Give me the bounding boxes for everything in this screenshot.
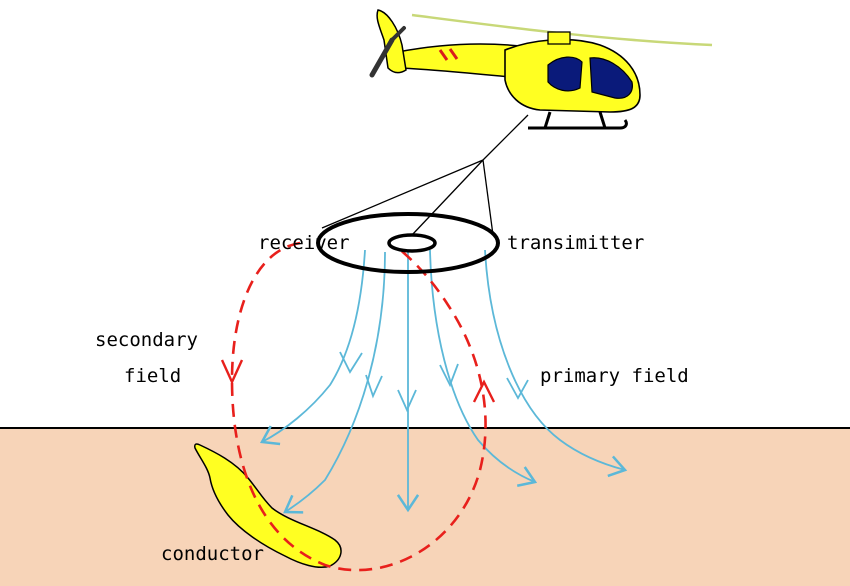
primary-field-arrowheads bbox=[339, 351, 529, 413]
secondary-field-arrow-up bbox=[472, 379, 496, 403]
tow-cables bbox=[321, 114, 529, 236]
primary-field-line bbox=[259, 249, 366, 446]
primary-field-label: primary field bbox=[540, 365, 689, 387]
transmitter-label: transimitter bbox=[507, 232, 645, 254]
primary-field-lines bbox=[259, 249, 628, 514]
receiver-coil bbox=[387, 233, 437, 253]
conductor-body bbox=[194, 443, 342, 568]
secondary-field-arrow-down bbox=[220, 359, 244, 385]
primary-field-line bbox=[484, 249, 628, 478]
receiver-label: receiver bbox=[258, 232, 350, 254]
secondary-field-label-line2: field bbox=[124, 365, 182, 387]
primary-field-line bbox=[429, 249, 538, 487]
transmitter-loop bbox=[316, 212, 500, 274]
primary-field-line bbox=[283, 251, 386, 514]
conductor-label: conductor bbox=[161, 543, 264, 565]
helicopter-icon bbox=[369, 9, 713, 130]
secondary-field-loop bbox=[230, 241, 487, 572]
ground bbox=[0, 428, 850, 586]
secondary-field-label-line1: secondary bbox=[95, 329, 198, 351]
